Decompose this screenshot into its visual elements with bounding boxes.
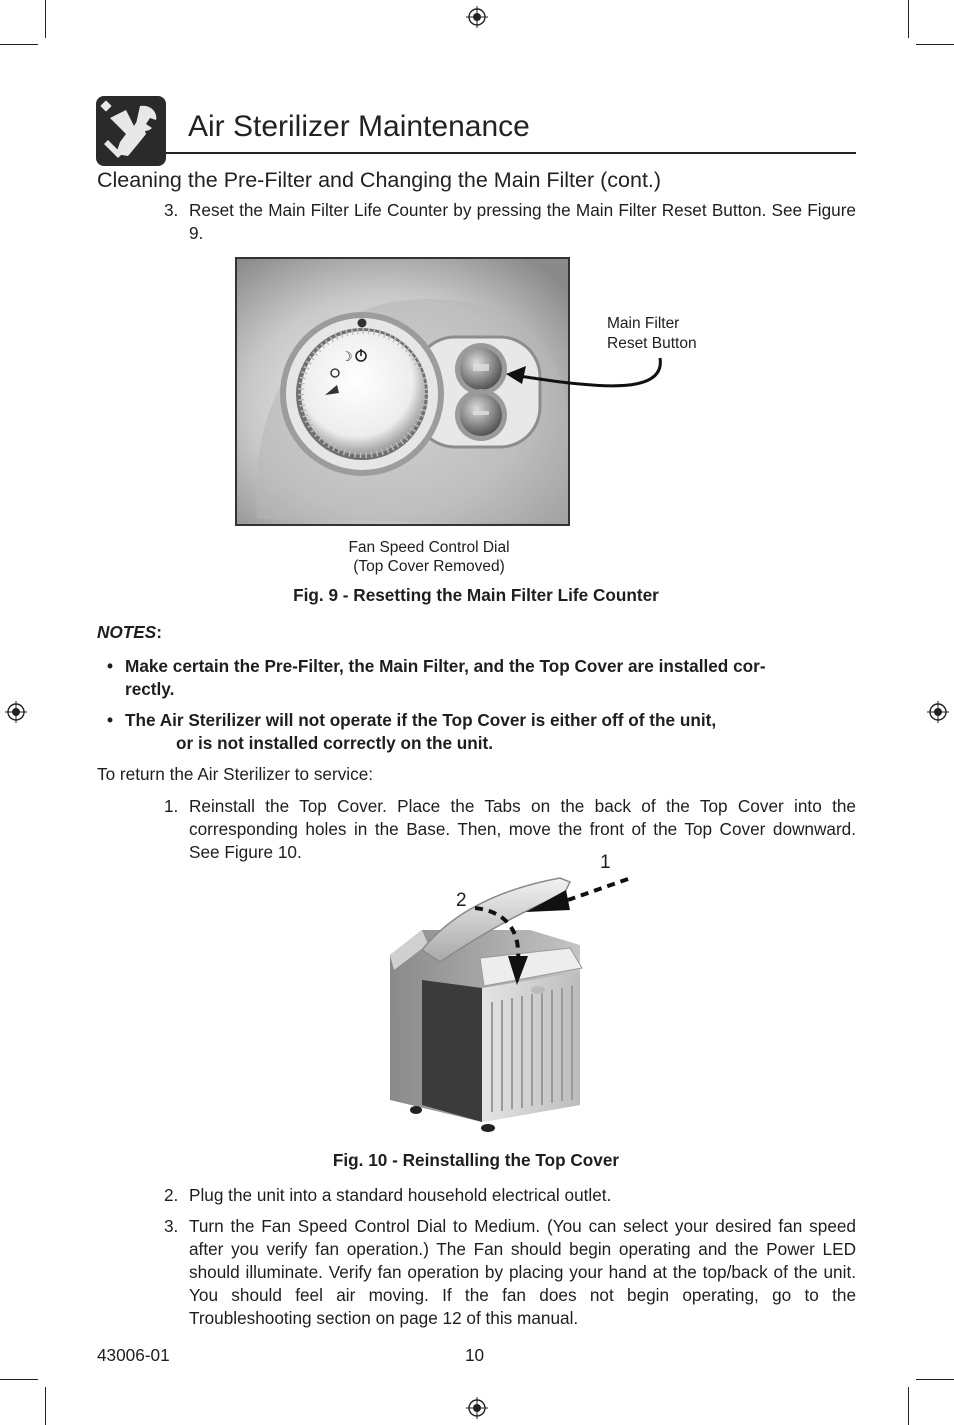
- crop-mark: [916, 1379, 954, 1380]
- note-line: The Air Sterilizer will not operate if t…: [125, 710, 717, 730]
- callout-line: Main Filter: [607, 315, 680, 332]
- section-subtitle: Cleaning the Pre-Filter and Changing the…: [97, 168, 662, 192]
- note-line: Make certain the Pre-Filter, the Main Fi…: [125, 656, 766, 676]
- crop-mark: [0, 44, 38, 45]
- page-number: 10: [465, 1345, 485, 1365]
- figure-10-illustration: [390, 877, 629, 1132]
- bullet-icon: •: [107, 710, 114, 730]
- figure-label-line: (Top Cover Removed): [353, 558, 505, 575]
- registration-mark-icon: [466, 1397, 488, 1419]
- step-text: Reinstall the Top Cover. Place the Tabs …: [189, 796, 856, 862]
- title-divider: [166, 152, 856, 154]
- callout-line: Reset Button: [607, 335, 697, 352]
- notes-label: NOTES: [97, 622, 157, 642]
- step-number: 3.: [164, 1216, 179, 1236]
- figure-9-callout: Main Filter Reset Button: [607, 314, 697, 354]
- registration-mark-icon: [466, 6, 488, 28]
- instruction-step: 3. Reset the Main Filter Life Counter by…: [164, 199, 856, 245]
- figure-label-line: Fan Speed Control Dial: [348, 539, 510, 556]
- step-number: 2.: [164, 1185, 179, 1205]
- instruction-step: 3. Turn the Fan Speed Control Dial to Me…: [164, 1215, 856, 1330]
- crop-mark: [916, 44, 954, 45]
- crop-mark: [0, 1379, 38, 1380]
- instruction-step: 1. Reinstall the Top Cover. Place the Ta…: [164, 795, 856, 864]
- figure-10-caption: Fig. 10 - Reinstalling the Top Cover: [332, 1150, 620, 1170]
- instruction-step: 2. Plug the unit into a standard househo…: [164, 1184, 856, 1207]
- callout-arrow: [506, 357, 662, 388]
- figure-10-marker-1: 1: [600, 852, 611, 873]
- bullet-icon: •: [107, 656, 114, 676]
- note-item: • Make certain the Pre-Filter, the Main …: [107, 655, 857, 701]
- figure-9-dial-photo: ☽: [235, 257, 570, 526]
- step-text: Turn the Fan Speed Control Dial to Mediu…: [189, 1216, 856, 1328]
- crop-mark: [908, 0, 909, 38]
- step-number: 3.: [164, 200, 179, 220]
- crop-mark: [908, 1387, 909, 1425]
- crop-mark: [45, 0, 46, 38]
- notes-heading: NOTES:: [97, 622, 162, 643]
- crop-mark: [45, 1387, 46, 1425]
- document-number: 43006-01: [97, 1345, 170, 1365]
- svg-text:☽: ☽: [341, 350, 353, 365]
- registration-mark-icon: [927, 701, 949, 723]
- note-item: • The Air Sterilizer will not operate if…: [107, 709, 857, 755]
- tools-hand-icon: [96, 96, 166, 166]
- figure-9-label: Fan Speed Control Dial (Top Cover Remove…: [300, 538, 558, 576]
- step-number: 1.: [164, 796, 179, 816]
- step-text: Reset the Main Filter Life Counter by pr…: [189, 200, 856, 243]
- figure-10-marker-2: 2: [456, 890, 467, 911]
- step-text: Plug the unit into a standard household …: [189, 1185, 612, 1205]
- service-intro: To return the Air Sterilizer to service:: [97, 764, 374, 784]
- page-title: Air Sterilizer Maintenance: [188, 110, 530, 143]
- figure-9-caption: Fig. 9 - Resetting the Main Filter Life …: [293, 585, 659, 605]
- note-line: rectly.: [125, 679, 175, 699]
- registration-mark-icon: [5, 701, 27, 723]
- note-line: or is not installed correctly on the uni…: [176, 733, 494, 753]
- notes-colon: :: [156, 622, 162, 642]
